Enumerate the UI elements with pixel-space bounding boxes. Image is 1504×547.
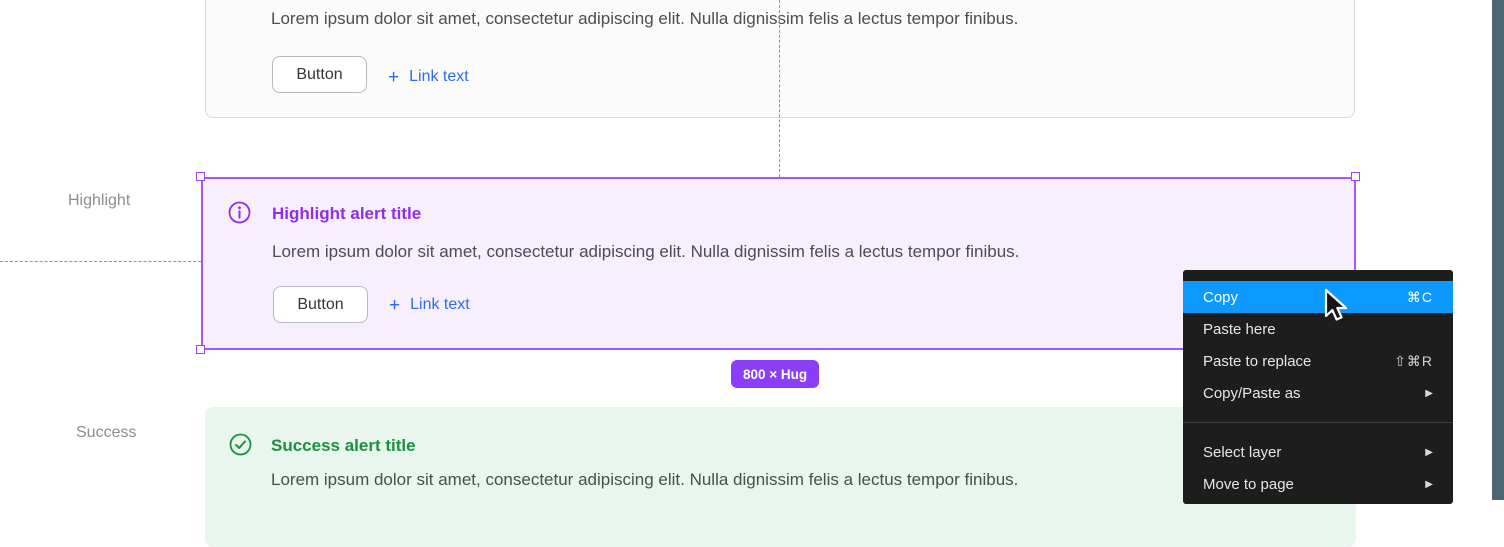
section-label-highlight: Highlight: [68, 192, 131, 209]
selection-handle-top-left[interactable]: [196, 172, 205, 181]
alert-card-highlight[interactable]: Highlight alert title Lorem ipsum dolor …: [201, 177, 1356, 350]
submenu-arrow-icon: ▶: [1425, 446, 1433, 458]
menu-item-label: Copy/Paste as: [1203, 384, 1301, 402]
alert-link[interactable]: + Link text: [389, 293, 470, 317]
menu-item-label: Select layer: [1203, 443, 1282, 461]
check-circle-icon: [229, 433, 252, 461]
menu-item-copy[interactable]: Copy ⌘C: [1183, 281, 1453, 313]
menu-item-label: Copy: [1203, 288, 1239, 306]
menu-item-copy-paste-as[interactable]: Copy/Paste as ▶: [1183, 377, 1453, 409]
menu-item-label: Move to page: [1203, 475, 1294, 493]
alert-body-text: Lorem ipsum dolor sit amet, consectetur …: [271, 9, 1019, 28]
alert-body-text: Lorem ipsum dolor sit amet, consectetur …: [271, 470, 1019, 489]
alert-title: Highlight alert title: [272, 204, 422, 223]
size-badge: 800 × Hug: [731, 360, 820, 388]
menu-item-label: Paste to replace: [1203, 352, 1312, 370]
link-label: Link text: [409, 68, 469, 85]
menu-separator: [1183, 422, 1453, 423]
link-label: Link text: [410, 296, 470, 313]
selection-handle-top-right[interactable]: [1351, 172, 1360, 181]
plus-icon: +: [389, 294, 401, 316]
context-menu: Copy ⌘C Paste here Paste to replace ⇧⌘R …: [1183, 270, 1453, 504]
horizontal-guide-line: [0, 261, 201, 262]
alert-button[interactable]: Button: [273, 286, 368, 323]
alert-card-top[interactable]: Lorem ipsum dolor sit amet, consectetur …: [205, 0, 1355, 118]
vertical-guide-line: [779, 0, 780, 177]
side-panel-strip: [1492, 0, 1504, 500]
menu-item-shortcut: ⇧⌘R: [1394, 352, 1433, 369]
alert-link[interactable]: + Link text: [388, 65, 469, 89]
menu-item-move-to-page[interactable]: Move to page ▶: [1183, 468, 1453, 500]
submenu-arrow-icon: ▶: [1425, 387, 1433, 399]
alert-body-text: Lorem ipsum dolor sit amet, consectetur …: [272, 242, 1020, 261]
alert-title: Success alert title: [271, 436, 416, 455]
menu-item-shortcut: ⌘C: [1406, 288, 1433, 305]
plus-icon: +: [388, 66, 400, 88]
alert-button[interactable]: Button: [272, 56, 367, 93]
menu-item-paste-to-replace[interactable]: Paste to replace ⇧⌘R: [1183, 345, 1453, 377]
menu-item-select-layer[interactable]: Select layer ▶: [1183, 436, 1453, 468]
selection-handle-bottom-left[interactable]: [196, 345, 205, 354]
menu-item-paste-here[interactable]: Paste here: [1183, 313, 1453, 345]
menu-item-label: Paste here: [1203, 320, 1276, 338]
mouse-cursor-icon: [1322, 288, 1350, 329]
section-label-success: Success: [76, 424, 137, 441]
submenu-arrow-icon: ▶: [1425, 478, 1433, 490]
info-icon: [228, 201, 251, 229]
